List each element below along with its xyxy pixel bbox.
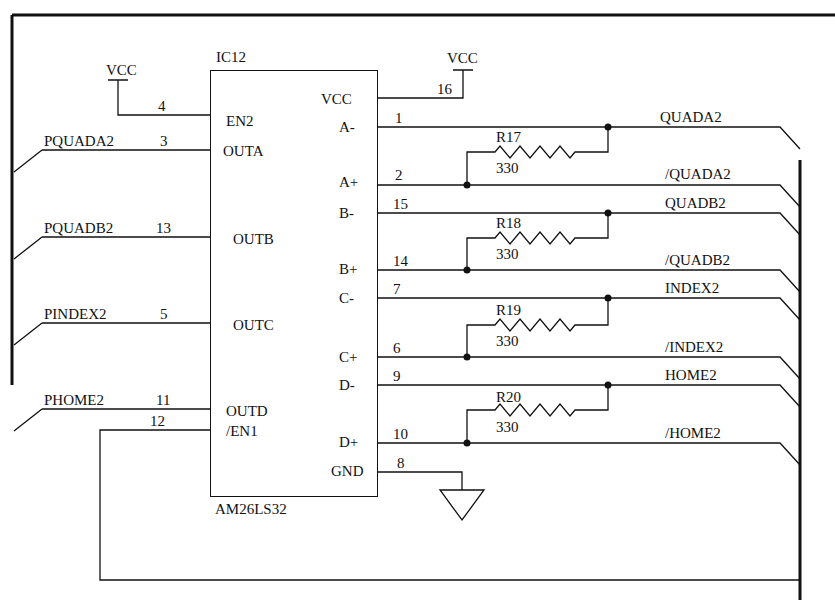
pin-number: 16 — [437, 81, 452, 97]
signal-name: HOME2 — [665, 367, 717, 383]
pin-name: OUTA — [223, 143, 263, 159]
pin-name: D+ — [339, 434, 358, 450]
signal-name: /HOME2 — [665, 425, 721, 441]
pin-number: 4 — [158, 98, 166, 114]
pin-name: D- — [339, 377, 355, 393]
signal-name: QUADA2 — [660, 109, 722, 125]
resistor-value: 330 — [496, 419, 519, 435]
signal-name: PQUADB2 — [44, 220, 113, 236]
pin-number: 13 — [156, 220, 171, 236]
resistor-value: 330 — [496, 160, 519, 176]
pin-name: EN2 — [226, 113, 254, 129]
pin-name: OUTC — [233, 317, 274, 333]
pin-name: OUTD — [226, 403, 268, 419]
power-label: VCC — [106, 62, 137, 78]
resistor-value: 330 — [496, 246, 519, 262]
pin-number: 3 — [160, 133, 168, 149]
signal-name: INDEX2 — [665, 280, 719, 296]
pin-name: GND — [331, 463, 364, 479]
pin-number: 10 — [393, 426, 408, 442]
signal-name: /QUADB2 — [665, 252, 730, 268]
signal-name: /QUADA2 — [665, 166, 731, 182]
power-label: VCC — [447, 50, 478, 66]
ic-package: IC12EN2OUTAOUTBOUTCOUTD/EN1VCCA-A+B-B+C-… — [210, 70, 378, 497]
pin-name: A- — [339, 119, 355, 135]
pin-number: 11 — [156, 392, 170, 408]
pin-name: C+ — [339, 349, 357, 365]
pin-name: /EN1 — [226, 423, 258, 439]
pin-number: 14 — [393, 253, 408, 269]
signal-name: PHOME2 — [44, 392, 104, 408]
pin-number: 8 — [397, 455, 405, 471]
pin-name: VCC — [321, 91, 352, 107]
resistor-ref: R18 — [496, 215, 521, 231]
resistor-value: 330 — [496, 333, 519, 349]
pin-name: OUTB — [233, 231, 274, 247]
pin-number: 2 — [395, 167, 403, 183]
signal-name: PQUADA2 — [44, 133, 114, 149]
resistor-ref: R20 — [496, 389, 521, 405]
signal-name: /INDEX2 — [665, 339, 723, 355]
pin-number: 7 — [393, 281, 401, 297]
pin-number: 1 — [395, 110, 403, 126]
pin-number: 9 — [393, 368, 401, 384]
resistor-ref: R19 — [496, 302, 521, 318]
pin-name: A+ — [339, 174, 358, 190]
resistor-ref: R17 — [496, 129, 521, 145]
signal-name: PINDEX2 — [44, 306, 107, 322]
pin-number: 5 — [160, 306, 168, 322]
ic-part-number: AM26LS32 — [215, 501, 287, 517]
pin-number: 6 — [393, 340, 401, 356]
pin-number: 12 — [150, 413, 165, 429]
signal-name: QUADB2 — [665, 195, 726, 211]
pin-name: C- — [339, 290, 354, 306]
pin-name: B+ — [339, 261, 357, 277]
ic-reference: IC12 — [216, 49, 246, 65]
pin-name: B- — [339, 205, 354, 221]
pin-number: 15 — [393, 196, 408, 212]
